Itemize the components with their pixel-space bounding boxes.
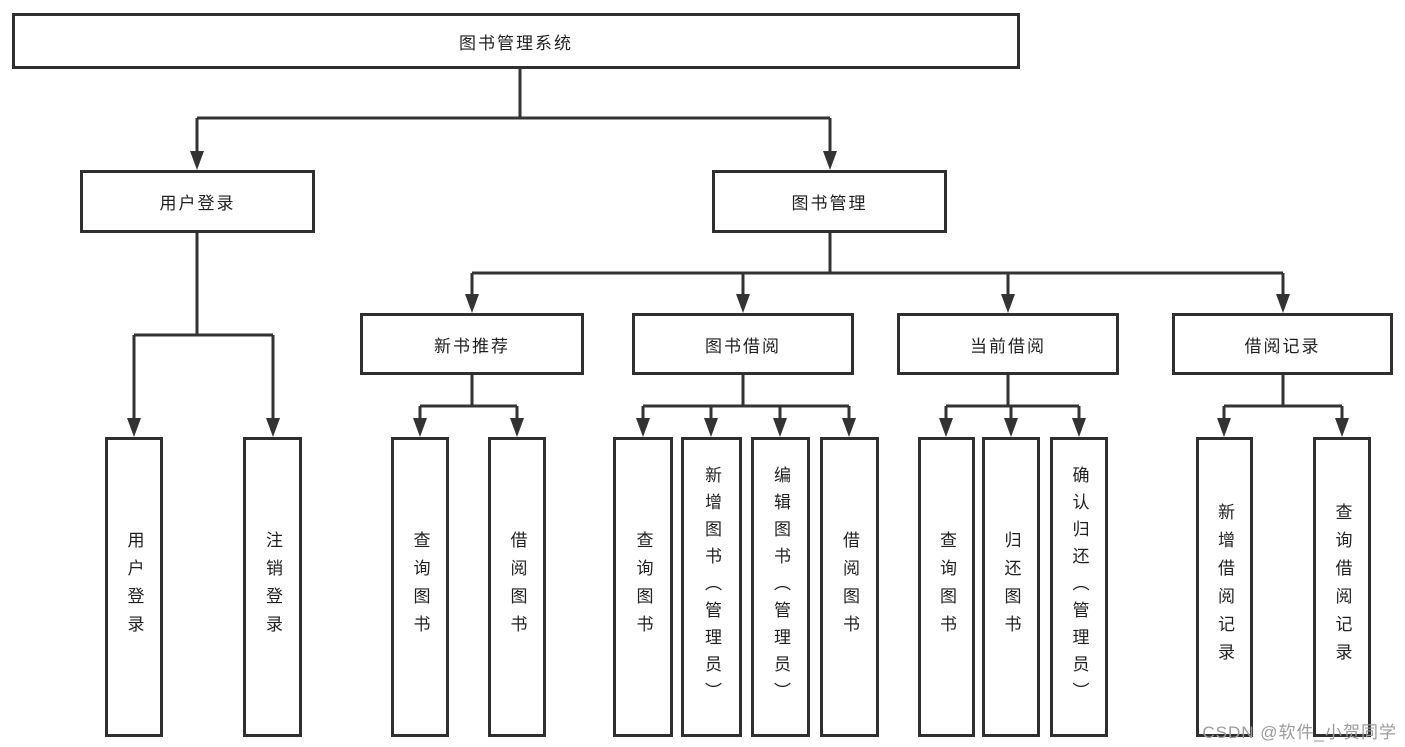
node-borrow-record: 借阅记录: [1172, 313, 1393, 375]
node-leaf-query-book-1: 查询图书: [391, 437, 449, 737]
node-leaf-edit-book: 编辑图书（管理员）: [751, 437, 810, 737]
connector-borrow-record-children: [1217, 375, 1349, 437]
node-leaf-borrow-book-1: 借阅图书: [488, 437, 546, 737]
connector-user-login-children: [127, 233, 280, 437]
connector-book-management-children: [465, 233, 1290, 313]
node-leaf-query-book-3: 查询图书: [918, 437, 975, 737]
connector-book-borrow-children: [636, 375, 856, 437]
node-leaf-borrow-book-2: 借阅图书: [820, 437, 879, 737]
node-leaf-confirm-return: 确认归还（管理员）: [1050, 437, 1108, 737]
node-book-management: 图书管理: [712, 170, 947, 233]
node-leaf-add-book: 新增图书（管理员）: [681, 437, 742, 737]
node-current-borrow: 当前借阅: [897, 313, 1119, 375]
node-leaf-return-book: 归还图书: [982, 437, 1040, 737]
node-leaf-logout: 注销登录: [243, 437, 302, 737]
connector-current-borrow-children: [939, 375, 1086, 437]
node-leaf-user-login: 用户登录: [105, 437, 163, 737]
watermark: CSDN @软件_小贺同学: [1202, 723, 1397, 742]
node-new-book-rec: 新书推荐: [360, 313, 584, 375]
node-leaf-add-record: 新增借阅记录: [1196, 437, 1253, 737]
connector-new-book-rec-children: [413, 375, 524, 437]
node-leaf-query-book-2: 查询图书: [613, 437, 673, 737]
node-leaf-query-record: 查询借阅记录: [1313, 437, 1371, 737]
node-user-login: 用户登录: [80, 170, 315, 233]
node-book-borrow: 图书借阅: [632, 313, 854, 375]
node-root: 图书管理系统: [12, 13, 1020, 69]
connector-root-to-level2: [190, 69, 837, 170]
